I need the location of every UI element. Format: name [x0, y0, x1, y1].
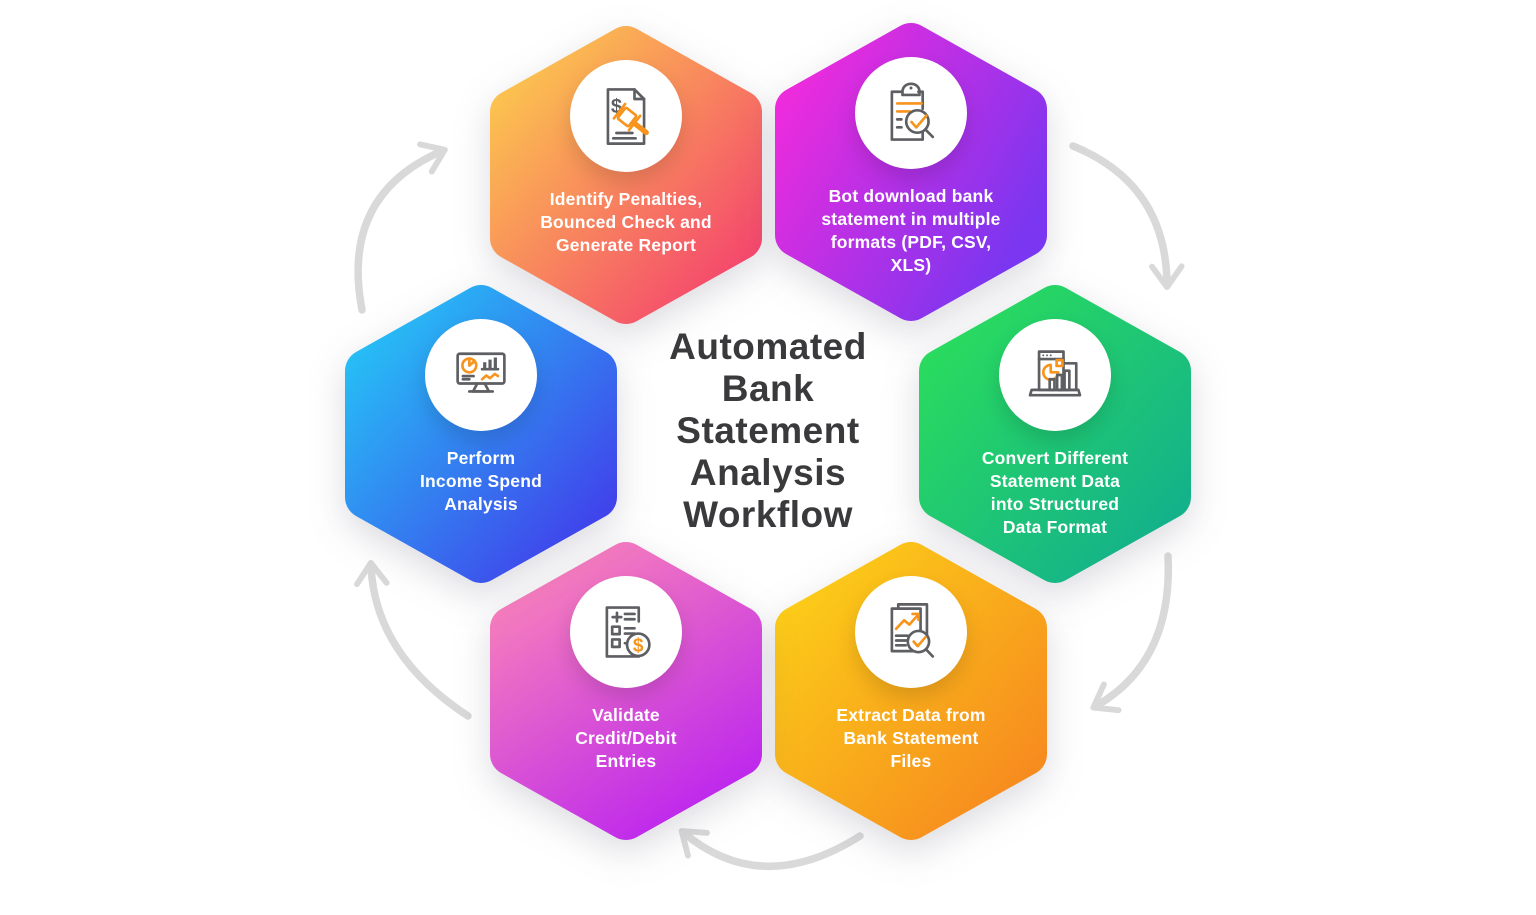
- hexagon-shape: [490, 542, 762, 840]
- monitor-analytics-icon: [456, 352, 506, 393]
- icon-badge: $: [570, 576, 682, 688]
- step-validate-entries: $ Validate Credit/Debit Entries: [490, 540, 762, 842]
- diagram-title: Automated Bank Statement Analysis Workfl…: [669, 326, 867, 535]
- icon-badge: [999, 319, 1111, 431]
- hexagon-shape: [919, 285, 1191, 583]
- arrow-top-right: [1069, 142, 1185, 291]
- arrow-bottom-left: [354, 559, 472, 720]
- step-label: Identify Penalties, Bounced Check and Ge…: [540, 189, 712, 255]
- arrow-top-left: [354, 141, 448, 314]
- svg-text:$: $: [633, 636, 644, 657]
- gavel-document-icon: $: [606, 88, 649, 145]
- hexagon-shape: [775, 23, 1047, 321]
- hexagon-shape: [775, 542, 1047, 840]
- checklist-dollar-icon: $: [605, 606, 651, 658]
- step-identify-penalties: $ Identify Penalties, Bounced Check and …: [490, 24, 762, 326]
- step-bot-download-statement: Bot download bank statement in multiple …: [775, 21, 1047, 323]
- icon-badge: [855, 57, 967, 169]
- step-perform-analysis: Perform Income Spend Analysis: [345, 283, 617, 585]
- step-label: Convert Different Statement Data into St…: [981, 448, 1129, 537]
- step-extract-data: Extract Data from Bank Statement Files: [775, 540, 1047, 842]
- step-label: Bot download bank statement in multiple …: [821, 186, 1001, 275]
- hexagon-shape: [490, 26, 762, 324]
- icon-badge: [855, 576, 967, 688]
- step-convert-statement-data: Convert Different Statement Data into St…: [919, 283, 1191, 585]
- step-label: Validate Credit/Debit Entries: [575, 705, 677, 771]
- clipboard-search-icon: [890, 82, 935, 141]
- step-label: Extract Data from Bank Statement Files: [836, 705, 986, 771]
- arrow-bottom: [678, 828, 864, 870]
- hexagon-shape: [345, 285, 617, 583]
- svg-text:$: $: [611, 96, 622, 118]
- icon-badge: [425, 319, 537, 431]
- icon-badge: $: [570, 60, 682, 172]
- step-label: Perform Income Spend Analysis: [419, 448, 542, 514]
- document-search-icon: [890, 603, 935, 658]
- arrow-bottom-right: [1090, 552, 1173, 714]
- laptop-chart-icon: [1028, 350, 1082, 397]
